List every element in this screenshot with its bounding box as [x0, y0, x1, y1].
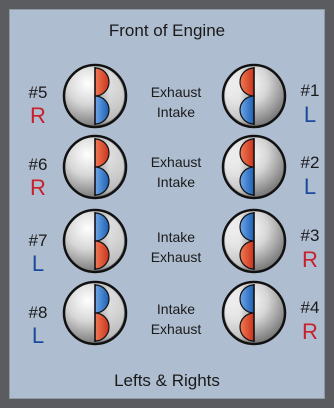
cylinder-5	[62, 63, 128, 129]
row-4-valve-top: Intake	[156, 301, 196, 317]
cylinder-7-exhaust-valve	[94, 240, 110, 270]
cylinder-3-exhaust-valve	[239, 240, 255, 270]
cylinder-1	[221, 63, 287, 129]
cylinder-3-number: #3	[300, 226, 320, 245]
cylinder-6-intake-valve	[94, 166, 110, 196]
cylinder-1-intake-valve	[239, 95, 255, 125]
cylinder-2-side: L	[303, 174, 317, 199]
row-1-valve-top: Exhaust	[150, 84, 202, 100]
cylinder-8-exhaust-valve	[94, 312, 110, 342]
cylinder-4-side: R	[302, 319, 318, 344]
row-3-valve-bottom: Exhaust	[150, 249, 202, 265]
cylinder-1-number: #1	[300, 81, 320, 100]
cylinder-5-side: R	[30, 103, 46, 128]
cylinder-3-side: R	[302, 247, 318, 272]
diagram-footer: Lefts & Rights	[114, 371, 220, 390]
cylinder-2	[221, 134, 287, 200]
row-1-valve-bottom: Intake	[156, 104, 196, 120]
row-3-valve-top: Intake	[156, 229, 196, 245]
cylinder-3	[221, 208, 287, 274]
cylinder-8	[62, 280, 128, 346]
cylinder-7-number: #7	[28, 231, 48, 250]
row-4-valve-bottom: Exhaust	[150, 321, 202, 337]
cylinder-8-number: #8	[28, 303, 48, 322]
cylinder-2-number: #2	[300, 153, 320, 172]
cylinder-7-side: L	[31, 251, 45, 276]
cylinder-6-number: #6	[28, 155, 48, 174]
cylinder-4-exhaust-valve	[239, 312, 255, 342]
cylinder-1-side: L	[303, 102, 317, 127]
cylinder-8-side: L	[31, 323, 45, 348]
cylinder-5-intake-valve	[94, 95, 110, 125]
cylinder-6	[62, 134, 128, 200]
cylinder-4-number: #4	[300, 298, 320, 317]
row-2-valve-bottom: Intake	[156, 174, 196, 190]
row-2-valve-top: Exhaust	[150, 154, 202, 170]
cylinder-2-intake-valve	[239, 166, 255, 196]
cylinder-5-number: #5	[28, 83, 48, 102]
cylinder-7	[62, 208, 128, 274]
cylinder-6-side: R	[30, 175, 46, 200]
cylinder-4	[221, 280, 287, 346]
diagram-title: Front of Engine	[108, 21, 226, 40]
